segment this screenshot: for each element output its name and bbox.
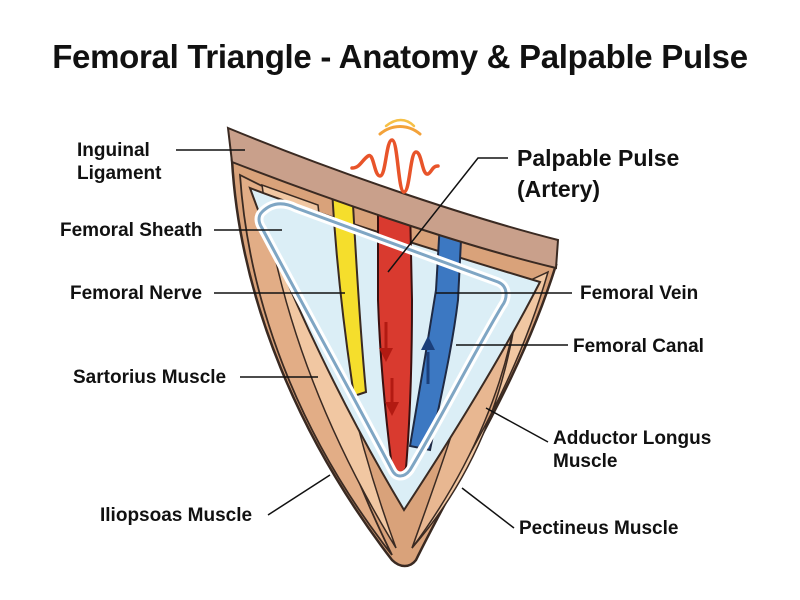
label-inguinal-ligament: Inguinal Ligament: [77, 140, 162, 184]
pulse-wave-icon: [350, 118, 440, 194]
inguinal-ligament-shape: [226, 126, 560, 270]
label-femoral-nerve: Femoral Nerve: [70, 283, 203, 304]
label-adductor-longus-muscle: Adductor Longus Muscle: [553, 428, 712, 472]
femoral-nerve-shape: [330, 184, 368, 398]
label-iliopsoas-muscle: Iliopsoas Muscle: [100, 505, 253, 526]
label-palpable-pulse: Palpable Pulse (Artery): [517, 145, 680, 202]
arrow-down-icon: [385, 378, 399, 416]
arrow-up-icon: [421, 336, 435, 384]
label-femoral-vein: Femoral Vein: [580, 283, 699, 304]
leader-lines: [176, 149, 572, 529]
leader-iliopsoas-muscle: [267, 474, 331, 516]
arrow-down-icon: [379, 322, 393, 362]
femoral-sheath-outline-edge: [257, 202, 508, 478]
label-femoral-sheath: Femoral Sheath: [60, 220, 203, 241]
page-title: Femoral Triangle - Anatomy & Palpable Pu…: [52, 38, 748, 75]
leader-palpable-pulse: [387, 157, 508, 273]
leader-pectineus-muscle: [461, 487, 515, 529]
label-sartorius-muscle: Sartorius Muscle: [73, 367, 227, 388]
label-pectineus-muscle: Pectineus Muscle: [519, 518, 679, 539]
label-femoral-canal: Femoral Canal: [573, 336, 704, 357]
leader-adductor-longus-muscle: [485, 407, 549, 443]
